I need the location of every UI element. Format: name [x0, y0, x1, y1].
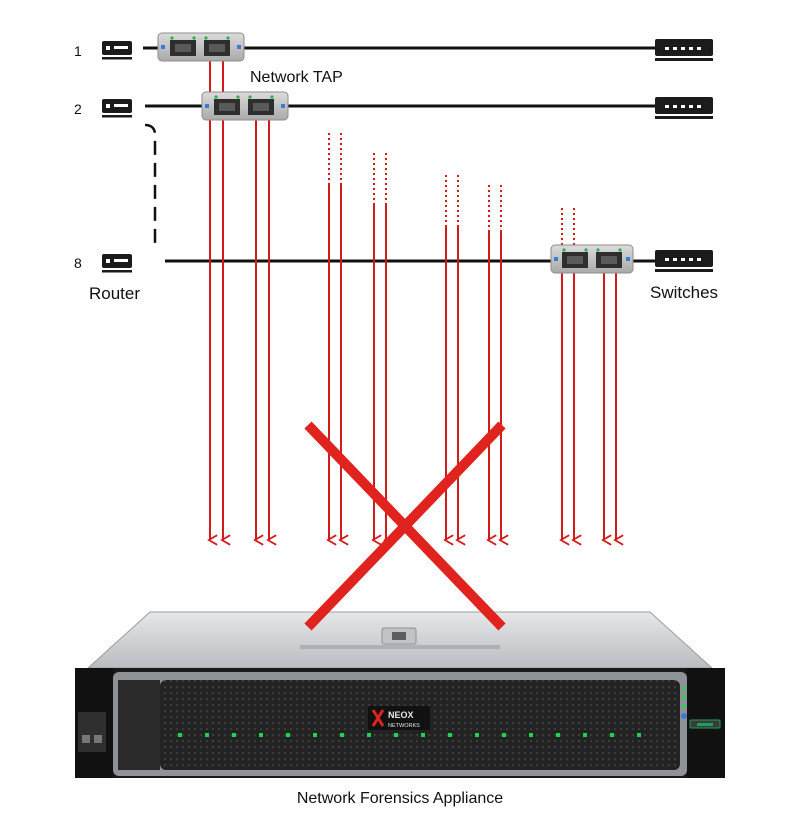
switch-icon-2 — [655, 97, 713, 119]
router-icon-1 — [102, 41, 132, 60]
router-label: Router — [89, 284, 140, 303]
router-icon-8 — [102, 254, 132, 273]
network-tap-icon-1 — [157, 32, 245, 62]
brand-bottom-text: NETWORKS — [388, 723, 420, 729]
mirrored-traffic-arrows — [210, 60, 616, 540]
link-ellipsis-dashed — [144, 123, 157, 250]
network-tap-icon-8 — [550, 244, 634, 274]
dotted-arrow-tails — [328, 133, 575, 248]
switch-icon-8 — [655, 250, 713, 272]
link-number-1: 1 — [74, 43, 82, 59]
network-tap-icon-2 — [201, 91, 289, 121]
appliance-label: Network Forensics Appliance — [297, 790, 503, 807]
link-number-2: 2 — [74, 101, 82, 117]
switch-icon-1 — [655, 39, 713, 61]
network-links — [143, 46, 655, 263]
drive-leds — [178, 733, 641, 737]
neox-logo: NEOX NETWORKS — [368, 706, 430, 730]
switches-label: Switches — [650, 283, 718, 302]
router-icon-2 — [102, 99, 132, 118]
brand-top-text: NEOX — [388, 710, 414, 720]
link-number-8: 8 — [74, 255, 82, 271]
cross-mark-icon — [304, 421, 506, 631]
network-tap-label: Network TAP — [250, 69, 343, 86]
server-appliance-icon — [75, 611, 725, 778]
